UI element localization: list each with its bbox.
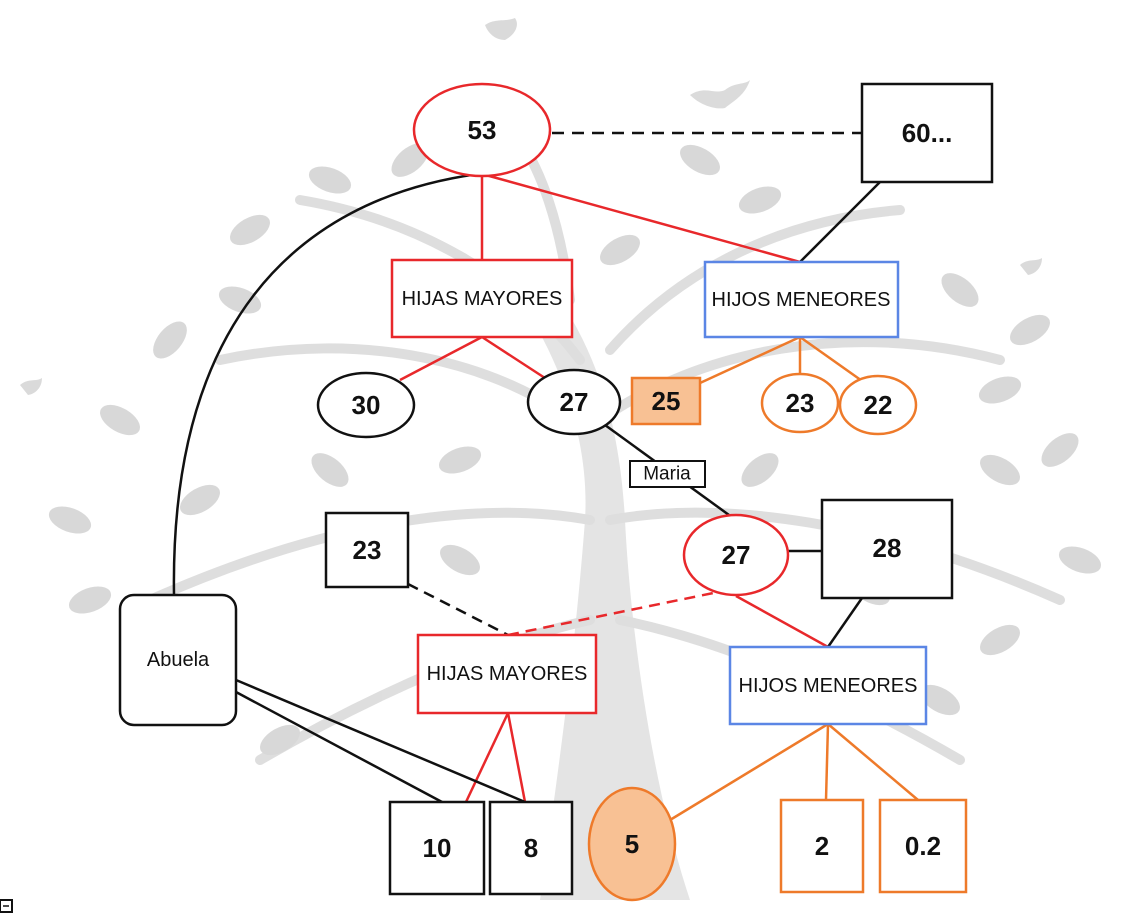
node-8: 8 <box>488 800 574 896</box>
svg-text:25: 25 <box>652 386 681 416</box>
anchor-icon <box>0 899 13 913</box>
connector-hijas-bottom-to-10 <box>464 712 510 803</box>
svg-text:27: 27 <box>560 387 589 417</box>
svg-text:30: 30 <box>352 390 381 420</box>
connector-60-to-hijos-meneores-top <box>799 181 881 263</box>
node-2: 2 <box>779 798 865 894</box>
connector-abuela-to-8 <box>235 678 526 804</box>
svg-text:10: 10 <box>423 833 452 863</box>
node-0-2: 0.2 <box>878 798 968 894</box>
node-27-mid: 27 <box>682 513 790 597</box>
svg-text:HIJAS MAYORES: HIJAS MAYORES <box>427 663 588 685</box>
connector-hijos-top-to-25 <box>699 335 801 385</box>
svg-text:HIJAS MAYORES: HIJAS MAYORES <box>402 288 563 310</box>
connector-53-to-abuela-curve <box>172 172 479 596</box>
node-25: 25 <box>630 376 702 426</box>
connector-23-to-hijas-bottom-dashed <box>407 582 509 637</box>
connector-hijos-bottom-to-2 <box>824 723 830 801</box>
label-maria: Maria <box>629 460 706 488</box>
connector-27-to-hijos-bottom <box>735 594 829 649</box>
bird-icon <box>20 18 1042 395</box>
tree-background-image <box>20 18 1102 900</box>
connector-hijas-top-to-30 <box>399 335 483 382</box>
connector-hijas-top-to-27 <box>481 335 549 382</box>
connectors <box>172 131 919 822</box>
svg-text:Abuela: Abuela <box>147 649 210 671</box>
box-hijas-mayores-bottom: HIJAS MAYORES <box>416 633 598 715</box>
node-abuela: Abuela <box>118 593 238 727</box>
box-hijos-meneores-bottom: HIJOS MENEORES <box>728 645 928 726</box>
svg-text:60...: 60... <box>902 118 953 148</box>
svg-text:28: 28 <box>873 533 902 563</box>
svg-text:0.2: 0.2 <box>905 831 941 861</box>
svg-text:23: 23 <box>786 388 815 418</box>
connector-abuela-to-10 <box>235 690 443 804</box>
box-hijos-meneores-top: HIJOS MENEORES <box>703 260 900 339</box>
connector-28-to-hijos-bottom <box>826 597 864 648</box>
node-23-mid: 23 <box>324 511 410 589</box>
tree-leaves <box>48 143 1102 756</box>
svg-text:2: 2 <box>815 831 829 861</box>
tree-trunk <box>520 300 690 900</box>
svg-text:22: 22 <box>864 390 893 420</box>
node-30: 30 <box>316 371 416 439</box>
svg-text:23: 23 <box>353 535 382 565</box>
node-28: 28 <box>820 498 954 600</box>
connector-hijas-bottom-to-8 <box>506 712 527 803</box>
node-27-top: 27 <box>526 368 622 436</box>
node-60: 60... <box>860 82 994 184</box>
svg-text:HIJOS MENEORES: HIJOS MENEORES <box>712 289 891 311</box>
svg-text:8: 8 <box>524 833 538 863</box>
connector-53-to-hijos-meneores-top <box>481 172 801 264</box>
connector-27-to-hijas-bottom-dashed <box>507 588 729 637</box>
node-23-top: 23 <box>760 372 840 434</box>
connector-hijos-top-to-22 <box>799 335 866 385</box>
connector-hijos-bottom-to-02 <box>827 723 919 801</box>
svg-text:27: 27 <box>722 540 751 570</box>
svg-text:HIJOS MENEORES: HIJOS MENEORES <box>739 675 918 697</box>
svg-text:Maria: Maria <box>643 464 691 485</box>
connector-hijos-bottom-to-5 <box>669 722 829 822</box>
node-53: 53 <box>412 82 552 178</box>
box-hijas-mayores-top: HIJAS MAYORES <box>390 258 574 339</box>
node-5: 5 <box>587 786 677 902</box>
svg-text:5: 5 <box>625 829 639 859</box>
node-10: 10 <box>388 800 486 896</box>
node-22: 22 <box>838 374 918 436</box>
svg-text:53: 53 <box>468 115 497 145</box>
